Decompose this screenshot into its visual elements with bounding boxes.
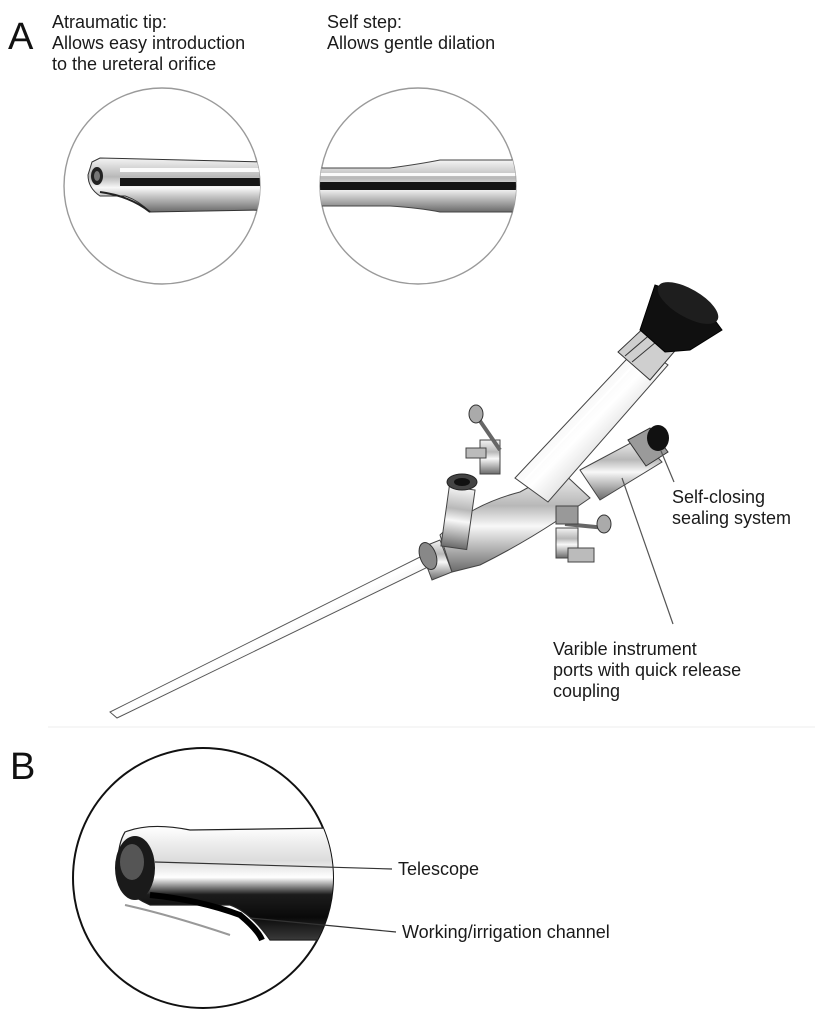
working-channel-label: Working/irrigation channel: [402, 922, 610, 942]
panel-a-letter: A: [8, 16, 34, 58]
self-step-line-1: Allows gentle dilation: [327, 33, 496, 53]
self-closing-line-2: sealing system: [672, 508, 792, 528]
seal-leader-line: [660, 450, 675, 483]
self-step-zoom-circle: [319, 87, 517, 285]
atraumatic-tip-line-1: Allows easy introduction: [52, 33, 246, 53]
instrument-ports-line-3: coupling: [553, 681, 621, 701]
ureteroscope-instrument: [109, 282, 723, 719]
self-step-callout: Self step: Allows gentle dilation: [327, 12, 495, 54]
self-closing-callout: Self-closing sealing system: [672, 487, 791, 529]
distal-tip-zoom-circle: [72, 747, 334, 1009]
atraumatic-tip-zoom-circle: [63, 87, 261, 285]
atraumatic-tip-line-2: to the ureteral orifice: [52, 54, 217, 74]
atraumatic-tip-callout: Atraumatic tip: Allows easy introduction…: [52, 12, 245, 75]
instrument-ports-callout: Varible instrument ports with quick rele…: [553, 639, 741, 702]
telescope-label: Telescope: [398, 859, 480, 879]
telescope-leader-line: [154, 861, 393, 870]
panel-b-letter: B: [10, 746, 36, 788]
instrument-ports-line-1: Varible instrument: [553, 639, 697, 659]
atraumatic-tip-title: Atraumatic tip:: [52, 12, 168, 32]
channel-leader-line: [249, 917, 397, 933]
instrument-ports-line-2: ports with quick release: [553, 660, 742, 680]
self-closing-line-1: Self-closing: [672, 487, 766, 507]
self-step-title: Self step:: [327, 12, 403, 32]
ports-leader-line: [621, 477, 674, 625]
